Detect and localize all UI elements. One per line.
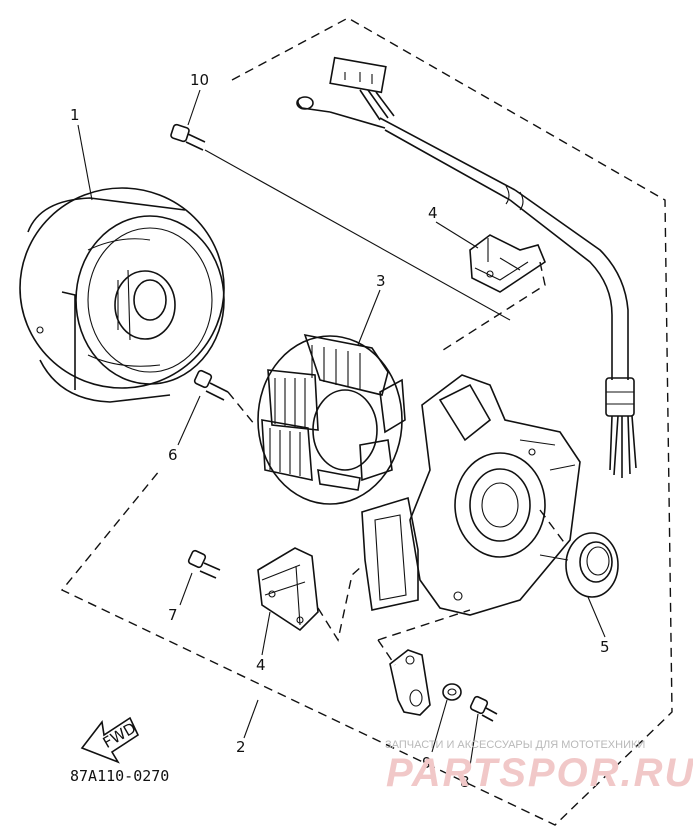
leader-4-lower — [261, 611, 271, 656]
leader-1 — [77, 124, 93, 201]
drawing-code: 87A110-0270 — [70, 767, 169, 785]
washer-9 — [442, 683, 462, 701]
leader-9 — [431, 699, 448, 753]
pickup-coil-lower — [257, 547, 319, 632]
leader-4-upper — [435, 221, 479, 249]
oil-seal — [565, 532, 619, 598]
leader-6 — [177, 395, 201, 446]
clamp-guide — [377, 609, 471, 666]
watermark-logo: PARTSPOR.RU — [386, 751, 693, 795]
callout-4-upper: 4 — [428, 204, 438, 222]
oil-seal-guide — [539, 509, 567, 546]
screw-8 — [469, 695, 498, 722]
callout-2: 2 — [236, 738, 246, 756]
stator-base-plate — [361, 374, 581, 616]
callout-6: 6 — [168, 446, 178, 464]
pickup-upper-guide — [439, 261, 546, 353]
leader-3 — [357, 289, 381, 346]
callout-10: 10 — [190, 71, 209, 89]
leader-2 — [243, 699, 259, 739]
screw-7 — [187, 549, 221, 579]
callout-8: 8 — [460, 773, 470, 791]
callout-9: 9 — [422, 754, 432, 772]
callout-3: 3 — [376, 272, 386, 290]
leader-5 — [587, 596, 606, 638]
callout-1: 1 — [70, 106, 80, 124]
watermark-tagline: ЗАПЧАСТИ И АКСЕССУАРЫ ДЛЯ МОТОТЕХНИКИ — [385, 739, 645, 751]
flywheel-rotor — [19, 187, 225, 403]
leader-7 — [179, 572, 193, 606]
lead-clamp — [389, 649, 431, 716]
stator — [257, 333, 406, 505]
callout-7: 7 — [168, 606, 178, 624]
callout-4-lower: 4 — [256, 656, 266, 674]
screw-10 — [170, 123, 206, 151]
assembly-boundary — [60, 17, 673, 826]
fwd-arrow-icon: FWD — [80, 716, 139, 764]
screw-6-guide — [227, 391, 256, 426]
wire-harness — [296, 56, 637, 478]
leader-8 — [469, 713, 479, 767]
leader-10 — [187, 89, 201, 126]
pickup-coil-upper — [469, 234, 546, 293]
screw-6 — [193, 369, 229, 401]
screw-10-axis — [204, 149, 511, 321]
callout-5: 5 — [600, 638, 610, 656]
pickup-lower-guide — [317, 565, 363, 642]
